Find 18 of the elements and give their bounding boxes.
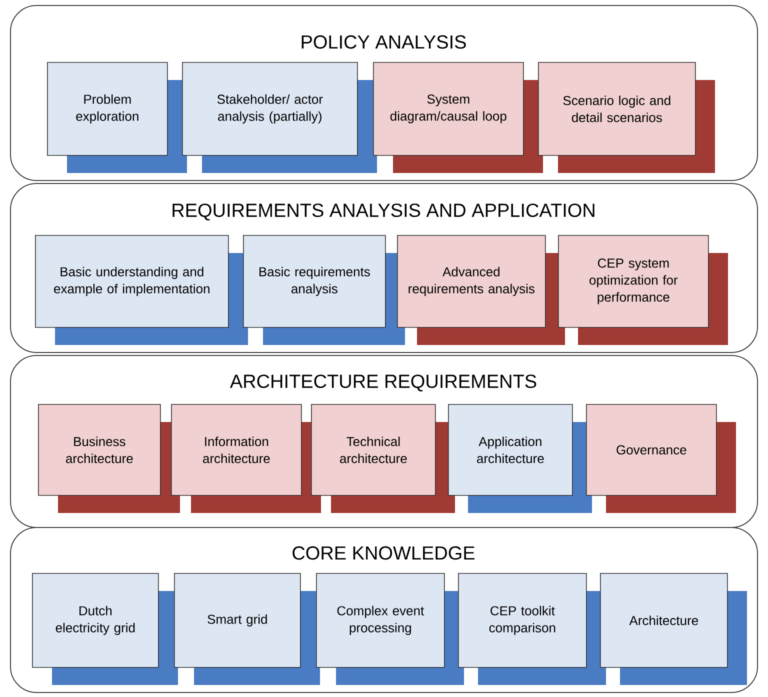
topic-box: Governance (586, 404, 736, 513)
topic-box: Complex event processing (316, 573, 464, 685)
topic-box: Problem exploration (47, 62, 187, 173)
topic-box: Application architecture (448, 404, 592, 513)
topic-box: System diagram/causal loop (373, 62, 543, 173)
topic-box: Technical architecture (311, 404, 455, 513)
topic-box: Basic understanding and example of implementation (35, 235, 248, 345)
topic-box: CEP system optimization for performance (558, 235, 728, 345)
topic-box: CEP toolkit comparison (458, 573, 606, 685)
topic-box: Business architecture (38, 404, 180, 513)
topic-box: Advanced requirements analysis (397, 235, 565, 345)
topic-box: Stakeholder/ actor analysis (partially) (182, 62, 377, 173)
topic-box: Scenario logic and detail scenarios (538, 62, 715, 173)
topic-box: Dutch electricity grid (32, 573, 178, 685)
topic-box: Smart grid (174, 573, 320, 685)
topic-box: Basic requirements analysis (243, 235, 405, 345)
topic-box: Architecture (600, 573, 747, 685)
topic-box: Information architecture (171, 404, 321, 513)
